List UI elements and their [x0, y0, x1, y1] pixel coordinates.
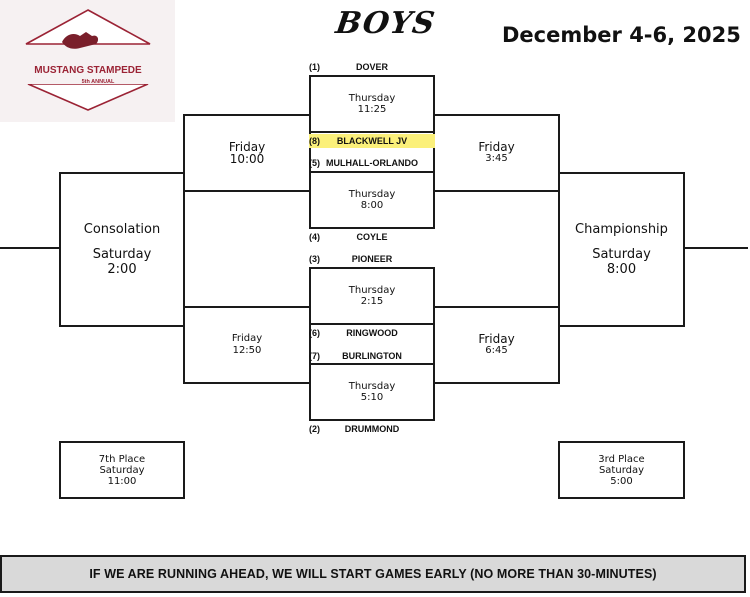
- championship-time: 8:00: [606, 262, 637, 277]
- team-name: PIONEER: [351, 254, 393, 264]
- game-day: Thursday: [348, 189, 396, 200]
- team-name: BLACKWELL JV: [336, 136, 408, 146]
- thursday-game-2: Thursday 8:00: [309, 171, 435, 229]
- game-day: Thursday: [348, 285, 396, 296]
- consolation-label: Consolation: [83, 222, 161, 237]
- friday-right-top-game: Friday 3:45: [433, 114, 560, 192]
- logo: MUSTANG STAMPEDE 5th ANNUAL: [0, 0, 175, 122]
- third-place-game: 3rd Place Saturday 5:00: [558, 441, 685, 499]
- team-seed: (6): [309, 328, 320, 338]
- logo-title: MUSTANG STAMPEDE: [34, 65, 142, 76]
- team-seed: (7): [309, 351, 320, 361]
- thursday-game-4: Thursday 5:10: [309, 363, 435, 421]
- team-seed: (4): [309, 232, 320, 242]
- game-time: 8:00: [360, 200, 384, 211]
- game-time: 11:00: [107, 475, 137, 487]
- game-day: Saturday: [99, 464, 145, 476]
- game-label: 3rd Place: [598, 453, 645, 465]
- team-slot: (3) PIONEER: [309, 252, 435, 266]
- friday-right-bottom-game: Friday 6:45: [433, 306, 560, 384]
- mustang-logo-icon: MUSTANG STAMPEDE 5th ANNUAL: [18, 9, 158, 111]
- team-name: DRUMMOND: [344, 424, 400, 434]
- game-label: 7th Place: [98, 453, 146, 465]
- team-slot: (7) BURLINGTON: [309, 349, 435, 363]
- game-day: Thursday: [348, 381, 396, 392]
- friday-left-top-game: Friday 10:00: [183, 114, 311, 192]
- consolation-time: 2:00: [107, 262, 137, 277]
- consolation-game: Consolation Saturday 2:00: [59, 172, 185, 327]
- team-slot: (4) COYLE: [309, 230, 435, 244]
- bracket-line: [684, 247, 748, 249]
- tournament-dates: December 4-6, 2025: [502, 23, 741, 47]
- team-seed: (2): [309, 424, 320, 434]
- game-time: 2:15: [360, 296, 384, 307]
- game-time: 5:10: [360, 392, 384, 403]
- game-time: 6:45: [485, 345, 508, 356]
- logo-subtitle: 5th ANNUAL: [82, 79, 115, 85]
- game-time: 11:25: [357, 104, 387, 115]
- team-seed: (5): [309, 158, 320, 168]
- game-day: Saturday: [598, 464, 645, 476]
- team-name: COYLE: [356, 232, 388, 242]
- team-slot: (6) RINGWOOD: [309, 326, 435, 340]
- page-title: BOYS: [333, 6, 438, 41]
- game-day: Friday: [231, 333, 263, 344]
- game-day: Friday: [478, 140, 515, 154]
- game-day: Friday: [228, 140, 266, 154]
- game-time: 5:00: [610, 475, 633, 487]
- team-seed: (8): [309, 136, 320, 146]
- thursday-game-3: Thursday 2:15: [309, 267, 435, 325]
- championship-game: Championship Saturday 8:00: [558, 172, 685, 327]
- game-time: 10:00: [229, 152, 265, 166]
- championship-label: Championship: [575, 222, 668, 237]
- game-day: Friday: [478, 332, 515, 346]
- team-name: MULHALL-ORLANDO: [326, 158, 418, 168]
- team-seed: (3): [309, 254, 320, 264]
- game-day: Thursday: [348, 93, 396, 104]
- thursday-game-1: Thursday 11:25: [309, 75, 435, 133]
- team-name: DOVER: [355, 62, 388, 72]
- team-slot: (5) MULHALL-ORLANDO: [309, 156, 435, 170]
- team-slot: (1) DOVER: [309, 60, 435, 74]
- game-time: 3:45: [485, 153, 508, 164]
- seventh-place-game: 7th Place Saturday 11:00: [59, 441, 185, 499]
- friday-left-bottom-game: Friday 12:50: [183, 306, 311, 384]
- team-slot: (8) BLACKWELL JV: [309, 134, 435, 148]
- championship-day: Saturday: [592, 247, 651, 262]
- notice-banner: IF WE ARE RUNNING AHEAD, WE WILL START G…: [0, 555, 746, 593]
- team-name: BURLINGTON: [342, 351, 402, 361]
- team-slot: (2) DRUMMOND: [309, 422, 435, 436]
- team-name: RINGWOOD: [346, 328, 398, 338]
- bracket-line: [0, 247, 60, 249]
- game-time: 12:50: [232, 345, 262, 356]
- team-seed: (1): [309, 62, 320, 72]
- consolation-day: Saturday: [92, 247, 152, 262]
